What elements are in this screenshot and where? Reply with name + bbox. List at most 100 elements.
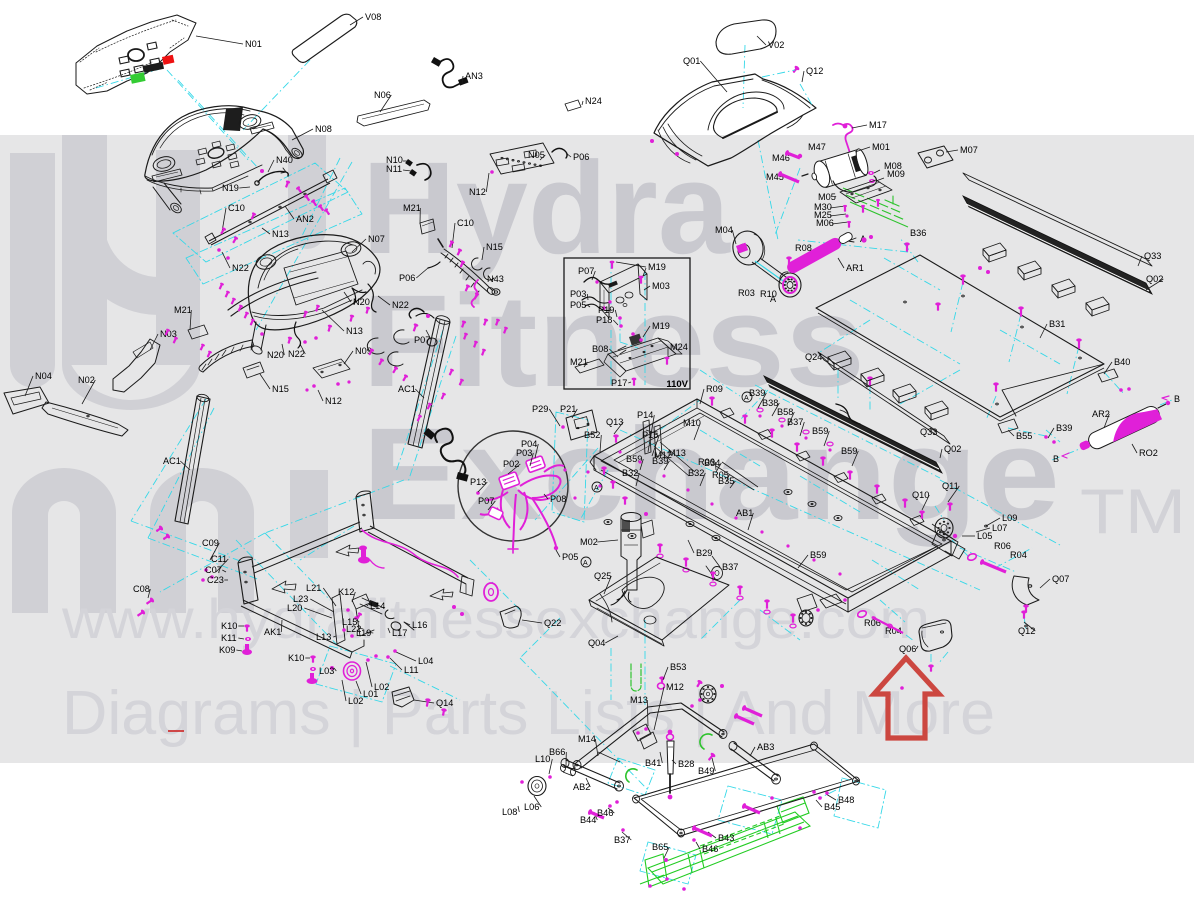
svg-text:R04: R04 [1010, 550, 1027, 560]
svg-text:M05: M05 [818, 192, 836, 202]
svg-text:L23: L23 [293, 594, 308, 604]
svg-text:AK1: AK1 [264, 627, 281, 637]
svg-text:A: A [583, 560, 588, 567]
svg-text:M01: M01 [872, 142, 890, 152]
svg-text:B29: B29 [696, 548, 712, 558]
svg-text:L07: L07 [992, 523, 1007, 533]
svg-text:Q11: Q11 [942, 481, 959, 491]
svg-text:L03: L03 [319, 666, 334, 676]
svg-text:L11: L11 [404, 665, 419, 675]
svg-text:N12: N12 [469, 187, 486, 197]
svg-text:A: A [744, 395, 749, 402]
svg-text:L02: L02 [348, 696, 363, 706]
svg-text:L01: L01 [363, 689, 378, 699]
svg-text:K10: K10 [288, 653, 304, 663]
svg-text:Exchange: Exchange [362, 400, 1060, 547]
svg-text:Q24: Q24 [805, 352, 822, 362]
svg-text:N11: N11 [386, 164, 402, 174]
svg-text:L05: L05 [977, 531, 992, 541]
svg-text:B41: B41 [645, 758, 661, 768]
svg-text:AB3: AB3 [757, 742, 774, 752]
svg-text:L09: L09 [1002, 513, 1017, 523]
svg-text:B52: B52 [584, 430, 600, 440]
svg-text:M06: M06 [816, 218, 834, 228]
svg-text:N22: N22 [232, 263, 249, 273]
svg-text:P03: P03 [516, 448, 532, 458]
svg-text:B37: B37 [722, 562, 738, 572]
svg-text:M47: M47 [808, 142, 826, 152]
svg-text:B66: B66 [549, 747, 565, 757]
svg-text:V08: V08 [365, 12, 381, 22]
svg-text:Q02: Q02 [1146, 274, 1163, 284]
svg-text:R03: R03 [738, 288, 755, 298]
svg-text:P03: P03 [570, 289, 586, 299]
svg-text:M21: M21 [570, 357, 588, 367]
svg-text:110V: 110V [666, 379, 688, 390]
svg-text:K11: K11 [221, 633, 237, 643]
svg-text:www.hydrafitnessexchange.com: www.hydrafitnessexchange.com [61, 587, 930, 650]
svg-text:B35: B35 [718, 476, 734, 486]
svg-text:B49: B49 [698, 766, 714, 776]
svg-text:L08: L08 [502, 807, 517, 817]
svg-text:L21: L21 [306, 583, 321, 593]
svg-text:P02: P02 [503, 459, 519, 469]
svg-text:N04: N04 [35, 371, 52, 381]
svg-text:L19: L19 [356, 628, 371, 638]
svg-text:AB2: AB2 [573, 782, 590, 792]
svg-text:L14: L14 [370, 601, 385, 611]
svg-text:P05: P05 [570, 300, 586, 310]
svg-text:C08: C08 [133, 584, 150, 594]
svg-text:Q25: Q25 [594, 571, 611, 581]
svg-text:M21: M21 [174, 305, 192, 315]
svg-text:P13: P13 [470, 477, 486, 487]
svg-text:Q12: Q12 [806, 66, 823, 76]
svg-text:C09: C09 [202, 538, 219, 548]
svg-text:R05: R05 [712, 470, 729, 480]
svg-text:M19: M19 [652, 321, 670, 331]
svg-text:P19: P19 [598, 305, 614, 315]
svg-text:M12: M12 [666, 682, 684, 692]
svg-text:M21: M21 [403, 203, 421, 213]
svg-text:M08: M08 [884, 161, 902, 171]
svg-text:M19: M19 [648, 262, 666, 272]
svg-text:M10: M10 [683, 418, 701, 428]
svg-text:L10: L10 [535, 754, 550, 764]
svg-text:R08: R08 [795, 243, 812, 253]
svg-text:M04: M04 [715, 225, 733, 235]
svg-text:B36: B36 [910, 228, 926, 238]
svg-text:R04: R04 [885, 626, 902, 636]
svg-text:P04: P04 [521, 439, 537, 449]
svg-text:R06: R06 [994, 541, 1011, 551]
svg-text:B32: B32 [688, 468, 704, 478]
svg-text:P06: P06 [399, 273, 415, 283]
svg-text:B48: B48 [838, 795, 854, 805]
svg-text:AN2: AN2 [296, 214, 314, 224]
svg-text:N24: N24 [585, 96, 602, 106]
svg-text:P07: P07 [478, 496, 494, 506]
svg-text:M09: M09 [887, 169, 905, 179]
svg-text:B08: B08 [592, 344, 608, 354]
svg-text:B44: B44 [580, 815, 596, 825]
svg-text:L16: L16 [412, 620, 427, 630]
svg-text:N40: N40 [276, 155, 293, 165]
svg-text:Q14: Q14 [436, 698, 453, 708]
svg-text:B59: B59 [812, 426, 828, 436]
svg-text:Q13: Q13 [606, 417, 623, 427]
svg-text:Q07: Q07 [1052, 574, 1069, 584]
svg-text:Q04: Q04 [588, 638, 605, 648]
svg-text:C11: C11 [211, 554, 227, 564]
svg-text:TM: TM [1080, 477, 1186, 547]
svg-text:C10: C10 [228, 203, 245, 213]
svg-text:Q06: Q06 [899, 644, 916, 654]
svg-text:Q01: Q01 [683, 56, 700, 66]
svg-text:C10: C10 [457, 218, 474, 228]
svg-text:R06: R06 [864, 618, 881, 628]
svg-text:B32: B32 [622, 468, 638, 478]
svg-text:AR2: AR2 [1092, 409, 1110, 419]
svg-text:P14: P14 [637, 410, 653, 420]
svg-text:L13: L13 [316, 632, 331, 642]
svg-text:N15: N15 [486, 242, 503, 252]
svg-text:N22: N22 [288, 349, 305, 359]
svg-text:M13: M13 [668, 448, 686, 458]
svg-text:L02: L02 [374, 682, 389, 692]
